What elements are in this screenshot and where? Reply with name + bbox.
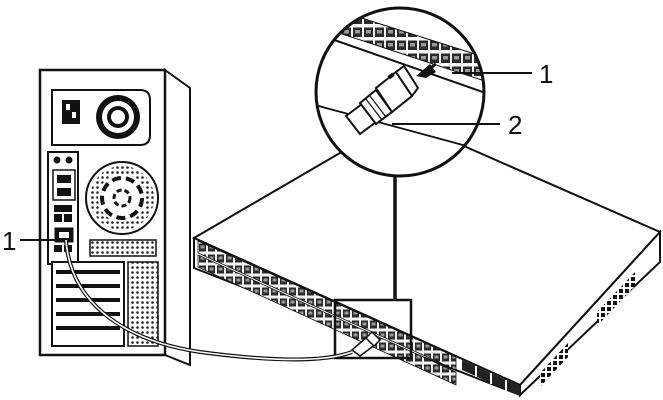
power-supply bbox=[51, 89, 151, 146]
callout-cable-connector: 2 bbox=[392, 110, 522, 140]
callout-label-pc-port: 1 bbox=[2, 226, 16, 256]
io-panel bbox=[47, 151, 79, 265]
pc-tower bbox=[38, 68, 191, 367]
callout-label-switch-port: 1 bbox=[539, 59, 553, 89]
zoom-detail bbox=[314, 6, 486, 178]
rj45-plug-icon bbox=[344, 64, 420, 136]
callout-label-cable-connector: 2 bbox=[508, 110, 522, 140]
network-switch bbox=[191, 116, 662, 398]
side-vents bbox=[127, 261, 159, 347]
sfp-ports[interactable] bbox=[462, 360, 520, 396]
expansion-slots bbox=[51, 261, 125, 347]
vent-strip bbox=[89, 239, 157, 257]
port-highlight-box bbox=[333, 298, 413, 360]
power-switch-icon bbox=[62, 100, 80, 124]
callout-pc-port: 1 bbox=[2, 226, 60, 256]
case-fan-icon bbox=[85, 161, 159, 235]
switch-plug-icon bbox=[350, 330, 382, 357]
callout-switch-port: 1 bbox=[452, 59, 553, 89]
